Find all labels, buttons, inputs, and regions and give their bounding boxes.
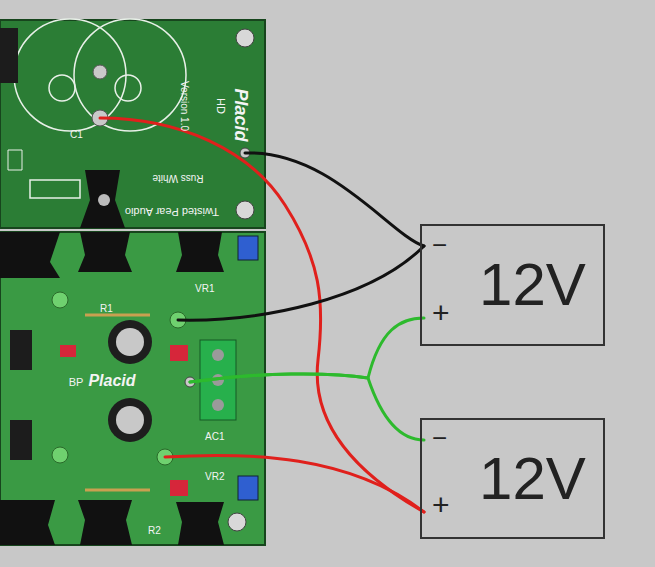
label-holder: +	[432, 298, 450, 328]
part-ref: VR2	[205, 471, 224, 482]
silkscreen-holder: Placid	[88, 372, 135, 390]
silkscreen-text: HD	[215, 98, 227, 114]
polarity-sign: −	[432, 423, 447, 453]
silkscreen-holder: Placid	[231, 88, 250, 141]
label-holder: −	[432, 232, 447, 258]
wire	[190, 374, 424, 440]
silkscreen-text: BP	[69, 376, 84, 388]
battery-voltage: 12V	[479, 255, 586, 315]
polarity-sign: −	[432, 230, 447, 260]
wire	[178, 246, 424, 320]
label-holder: VR2	[205, 466, 224, 484]
polarity-sign: +	[432, 296, 450, 329]
silkscreen-holder: BP	[69, 372, 84, 390]
label-holder: R2	[148, 520, 161, 538]
wire	[165, 455, 424, 512]
label-holder: VR1	[195, 278, 214, 296]
silkscreen-text: Russ White	[152, 173, 203, 184]
silkscreen-holder: HD	[213, 98, 231, 114]
battery-voltage: 12V	[479, 449, 586, 509]
label-holder: −	[432, 425, 447, 451]
wire	[100, 118, 424, 512]
silkscreen-text: Version 1.0	[179, 81, 190, 131]
label-holder: +	[432, 490, 450, 520]
part-ref: R2	[148, 525, 161, 536]
label-holder: AC1	[205, 426, 224, 444]
polarity-sign: +	[432, 488, 450, 521]
label-holder: R1	[100, 298, 113, 316]
part-ref: C1	[70, 129, 83, 140]
label-holder: C1	[70, 124, 83, 142]
pcb-board: PlacidHD Version 1.0Russ WhiteTwisted Pea…	[0, 20, 265, 228]
silkscreen-holder: Version 1.0	[177, 81, 195, 131]
silkscreen-text: Placid	[231, 88, 251, 141]
silkscreen-holder: Twisted Pear Audio	[125, 204, 219, 222]
silkscreen-holder: Russ White	[152, 171, 203, 189]
silkscreen-text: Placid	[88, 372, 135, 389]
part-ref: R1	[100, 303, 113, 314]
pcb-board: Placid BP	[0, 232, 265, 545]
part-ref: VR1	[195, 283, 214, 294]
silkscreen-text: Twisted Pear Audio	[125, 206, 219, 218]
part-ref: AC1	[205, 431, 224, 442]
wire	[245, 153, 424, 246]
wire	[190, 318, 424, 382]
